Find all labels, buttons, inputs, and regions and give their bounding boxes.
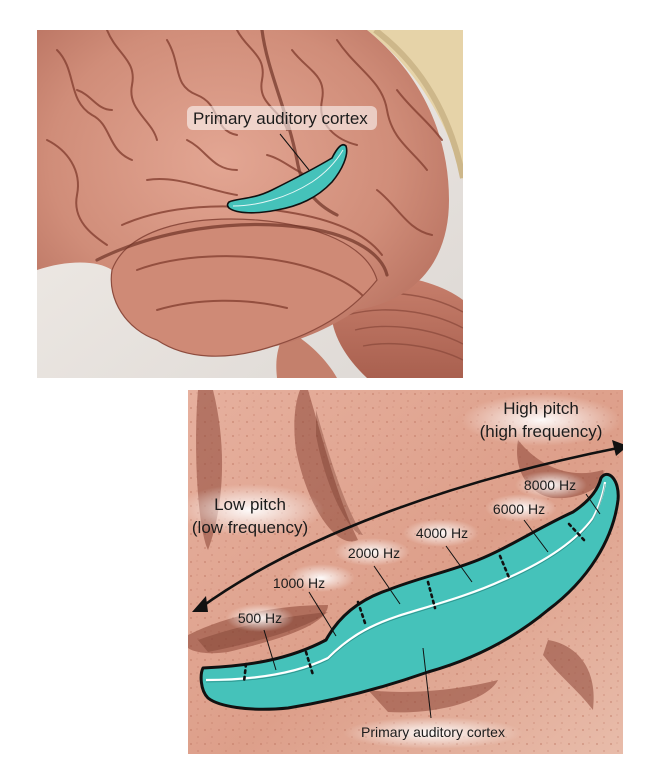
low-pitch-label: Low pitch [214,495,286,514]
brain-stem [276,330,337,378]
tonotopic-map: High pitch (high frequency) Low pitch (l… [188,390,623,754]
high-pitch-label: High pitch [503,399,579,418]
freq-label-6000: 6000 Hz [493,501,545,517]
freq-label-8000: 8000 Hz [524,477,576,493]
cortex-border-band [205,481,607,682]
auditory-cortex-region [199,472,620,711]
lateral-sulcus [95,223,389,277]
brain-lateral-view: Primary auditory cortex [37,30,463,378]
brain-illustration: Primary auditory cortex [37,30,463,378]
frequency-leader-lines [263,493,601,719]
low-frequency-label: (low frequency) [192,518,308,537]
freq-label-1000: 1000 Hz [273,575,325,591]
freq-label-500: 500 Hz [238,610,282,626]
temporal-lobe [110,218,378,357]
pitch-axis-arrow [192,440,623,612]
freq-label-4000: 4000 Hz [416,525,468,541]
label-leader-line [279,133,310,171]
cortex-caption-label: Primary auditory cortex [361,724,505,740]
auditory-cortex-highlight [226,143,348,214]
tonotopic-illustration: High pitch (high frequency) Low pitch (l… [188,390,623,754]
high-frequency-label: (high frequency) [480,422,603,441]
auditory-cortex-label: Primary auditory cortex [193,109,368,128]
skull-bone [367,30,463,180]
frequency-boundaries [242,522,586,684]
freq-label-2000: 2000 Hz [348,545,400,561]
